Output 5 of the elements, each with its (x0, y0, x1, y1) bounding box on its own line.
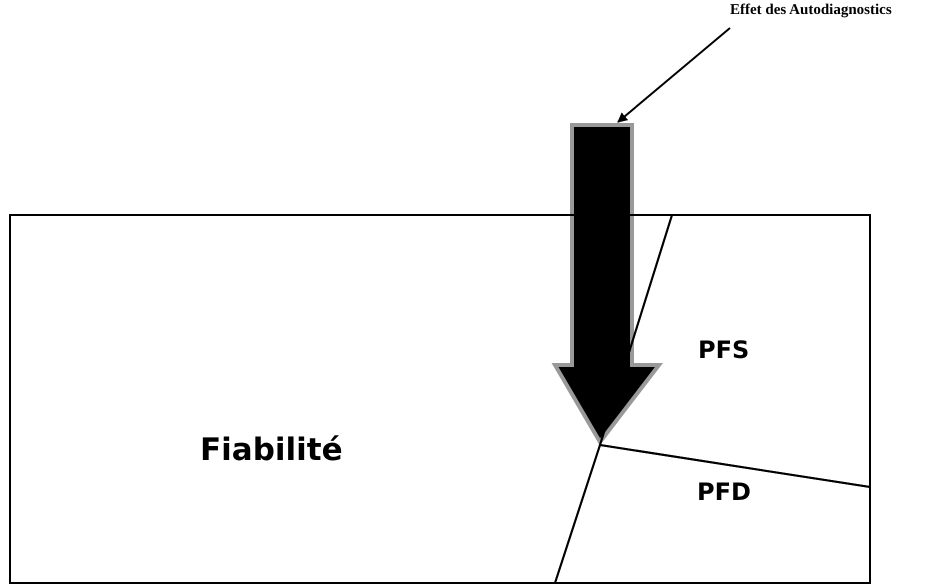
region-label: PFD (697, 478, 751, 506)
region-label: Fiabilité (200, 432, 343, 468)
region-label: PFS (698, 336, 750, 364)
leader-arrow (617, 27, 731, 123)
annotation-text: Effet des Autodiagnostics (730, 2, 945, 24)
